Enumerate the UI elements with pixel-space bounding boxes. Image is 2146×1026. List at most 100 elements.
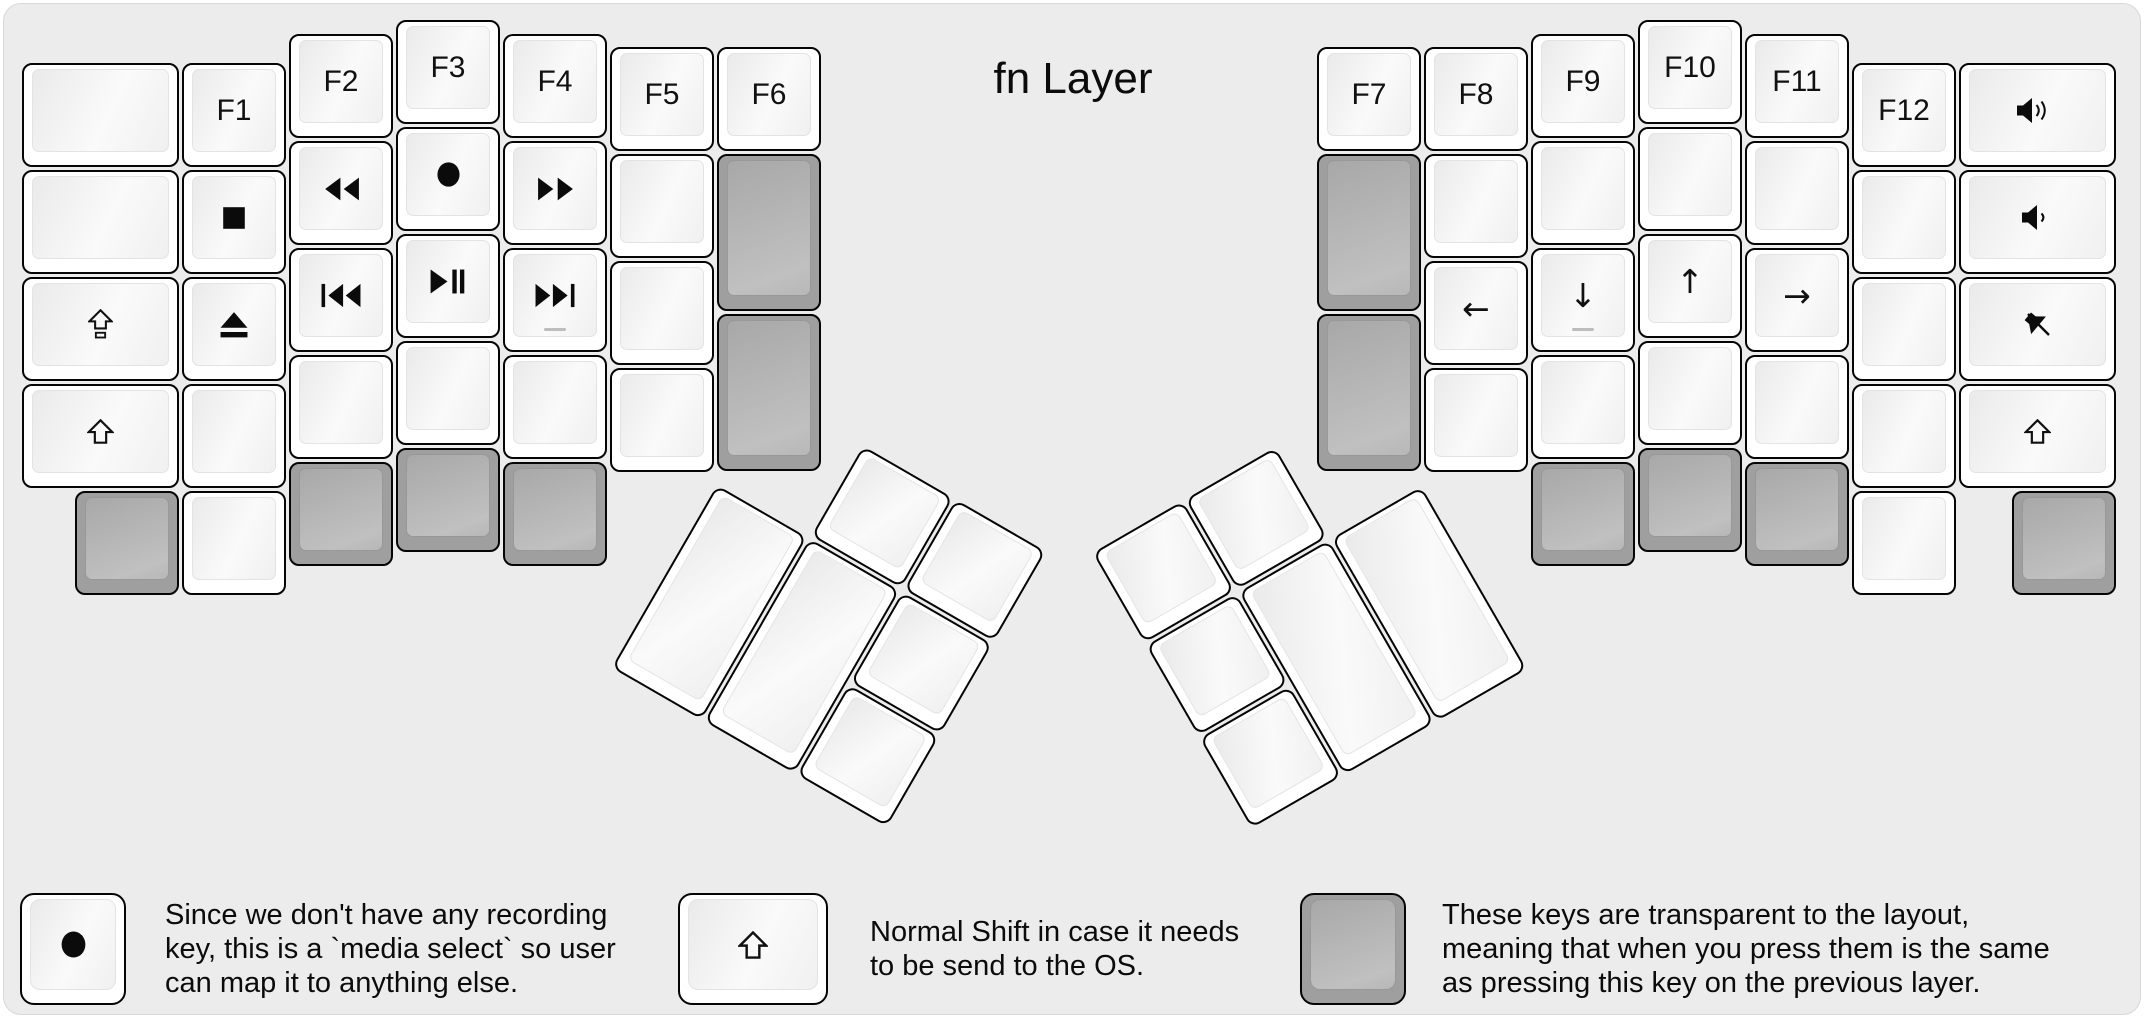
key-transparent[interactable]: [1745, 462, 1849, 566]
key-transparent[interactable]: [717, 154, 821, 311]
eject-icon: [220, 312, 248, 338]
shift-icon: [2024, 419, 2051, 444]
key-blank[interactable]: [289, 355, 393, 459]
key-blank[interactable]: [1531, 141, 1635, 245]
key-media-select-record[interactable]: [396, 127, 500, 231]
key-blank[interactable]: [1638, 127, 1742, 231]
key-f5[interactable]: F5: [610, 47, 714, 151]
key-f2[interactable]: F2: [289, 34, 393, 138]
key-blank[interactable]: [1852, 384, 1956, 488]
key-volume-down[interactable]: [1959, 170, 2116, 274]
legend-transparent-text: These keys are transparent to the layout…: [1442, 899, 2050, 999]
key-media-prev-track[interactable]: [289, 248, 393, 352]
key-arrow-down-glyph: ↓: [1569, 276, 1597, 315]
volup-icon: [2016, 97, 2059, 124]
ff-icon: [537, 177, 574, 201]
key-media-play-pause[interactable]: [396, 234, 500, 338]
key-label: F12: [1878, 93, 1930, 127]
key-label: F2: [323, 64, 359, 98]
key-transparent[interactable]: [396, 448, 500, 552]
key-arrow-up-glyph: ↑: [1676, 262, 1704, 301]
key-transparent[interactable]: [1317, 154, 1421, 311]
homing-bar: [544, 327, 566, 331]
key-label: F6: [751, 77, 787, 111]
key-media-eject[interactable]: [182, 277, 286, 381]
page-title: fn Layer: [993, 54, 1153, 103]
playpause-icon: [430, 269, 466, 294]
mute-icon: [2022, 309, 2053, 340]
key-transparent[interactable]: [1638, 448, 1742, 552]
legend-record-text: Since we don't have any recording key, t…: [165, 899, 616, 999]
key-transparent[interactable]: [717, 314, 821, 471]
legend-shift-text: Normal Shift in case it needs to be send…: [870, 916, 1240, 982]
key-blank[interactable]: [22, 63, 179, 167]
key-blank[interactable]: [1531, 355, 1635, 459]
key-f10[interactable]: F10: [1638, 20, 1742, 124]
key-blank[interactable]: [503, 355, 607, 459]
key-transparent[interactable]: [1317, 314, 1421, 471]
key-arrow-up[interactable]: ↑: [1638, 234, 1742, 338]
key-blank[interactable]: [182, 384, 286, 488]
prev-icon: [321, 283, 361, 308]
key-media-stop[interactable]: [182, 170, 286, 274]
key-caps-lock[interactable]: [22, 277, 179, 381]
next-icon: [535, 283, 575, 308]
key-blank[interactable]: [610, 154, 714, 258]
key-blank[interactable]: [182, 491, 286, 595]
legend-shift-key: [678, 893, 828, 1005]
rewind-icon: [323, 177, 360, 201]
key-shift-right[interactable]: [1959, 384, 2116, 488]
key-label: F10: [1664, 50, 1716, 84]
record-icon: [59, 930, 88, 959]
key-f9[interactable]: F9: [1531, 34, 1635, 138]
key-blank[interactable]: [1745, 141, 1849, 245]
key-blank[interactable]: [396, 341, 500, 445]
key-f12[interactable]: F12: [1852, 63, 1956, 167]
key-f4[interactable]: F4: [503, 34, 607, 138]
key-blank[interactable]: [1424, 368, 1528, 472]
key-label: F4: [537, 64, 573, 98]
key-f7[interactable]: F7: [1317, 47, 1421, 151]
key-transparent[interactable]: [1531, 462, 1635, 566]
key-media-next-track[interactable]: [503, 248, 607, 352]
key-transparent[interactable]: [289, 462, 393, 566]
key-blank[interactable]: [1424, 154, 1528, 258]
stop-icon: [222, 206, 246, 230]
key-arrow-right-glyph: →: [1783, 276, 1811, 315]
key-volume-mute[interactable]: [1959, 277, 2116, 381]
key-volume-up[interactable]: [1959, 63, 2116, 167]
key-f11[interactable]: F11: [1745, 34, 1849, 138]
key-blank[interactable]: [1638, 341, 1742, 445]
key-blank[interactable]: [610, 368, 714, 472]
key-blank[interactable]: [1852, 277, 1956, 381]
key-arrow-left[interactable]: ←: [1424, 261, 1528, 365]
key-blank[interactable]: [1852, 170, 1956, 274]
key-blank[interactable]: [1852, 491, 1956, 595]
key-blank[interactable]: [1745, 355, 1849, 459]
key-blank[interactable]: [610, 261, 714, 365]
key-transparent[interactable]: [75, 491, 179, 595]
key-transparent[interactable]: [2012, 491, 2116, 595]
voldown-icon: [2021, 204, 2054, 231]
key-f3[interactable]: F3: [396, 20, 500, 124]
key-f8[interactable]: F8: [1424, 47, 1528, 151]
key-f1[interactable]: F1: [182, 63, 286, 167]
key-arrow-left-glyph: ←: [1462, 289, 1490, 328]
legend-record-key: [20, 893, 126, 1005]
key-media-fast-forward[interactable]: [503, 141, 607, 245]
key-arrow-down[interactable]: ↓: [1531, 248, 1635, 352]
record-icon: [435, 161, 462, 188]
key-arrow-right[interactable]: →: [1745, 248, 1849, 352]
key-media-rewind[interactable]: [289, 141, 393, 245]
shift-icon: [87, 419, 114, 444]
key-shift-left[interactable]: [22, 384, 179, 488]
key-label: F8: [1458, 77, 1494, 111]
key-label: F1: [216, 93, 252, 127]
legend-transparent-key: [1300, 893, 1406, 1005]
key-transparent[interactable]: [503, 462, 607, 566]
shift-icon: [738, 931, 768, 959]
key-blank[interactable]: [22, 170, 179, 274]
key-f6[interactable]: F6: [717, 47, 821, 151]
homing-bar: [1572, 327, 1594, 331]
